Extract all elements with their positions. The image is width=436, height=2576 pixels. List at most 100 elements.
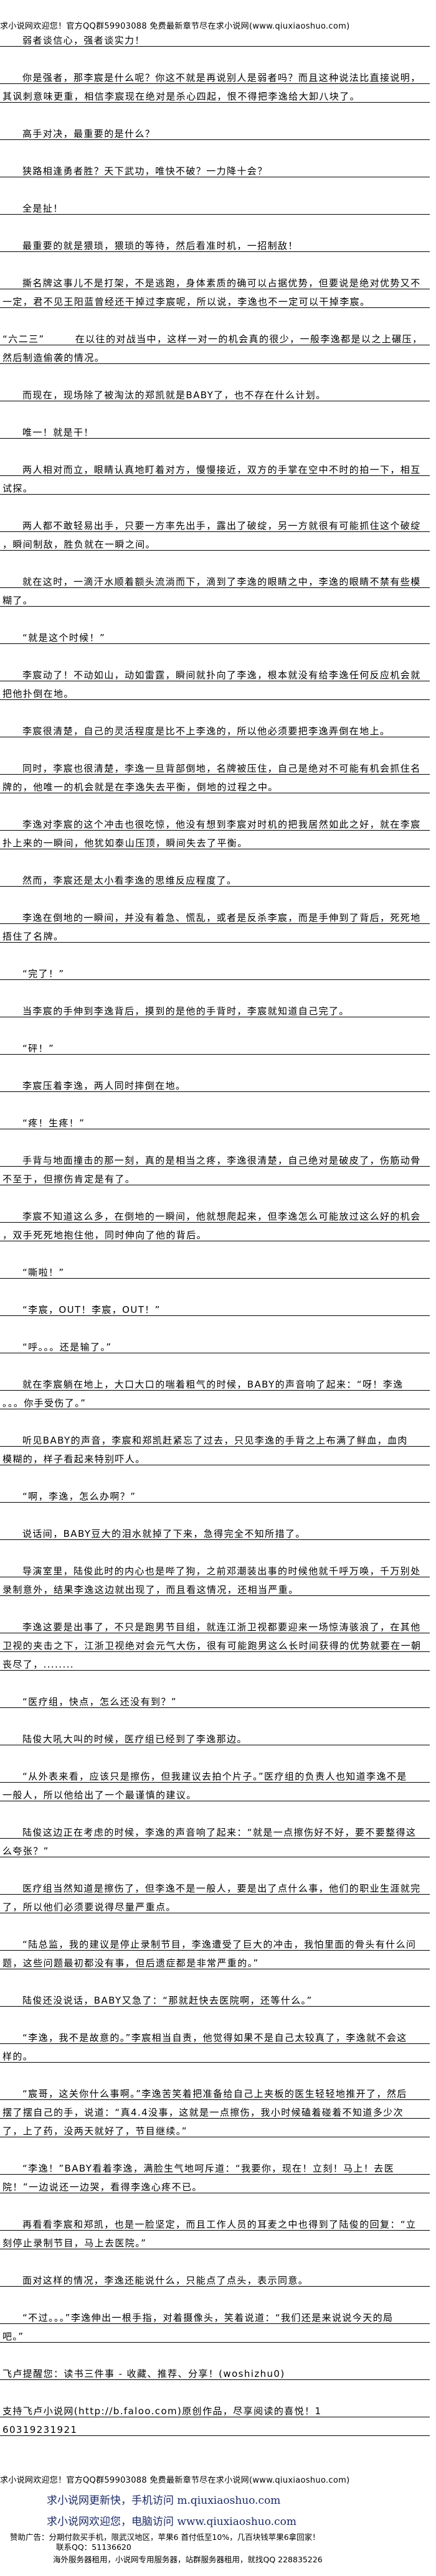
text-line: “不过。。。”李逸伸出一根手指，对着摄像头，笑着说道：“我们还是来说说今天的局 bbox=[0, 2305, 430, 2324]
paragraph: “从外表来看，应该只是擦伤，但我建议去拍个片子。”医疗组的负责人也知道李逸不是一… bbox=[0, 1764, 430, 1801]
text-line: 牌的，他唯一的机会就是在李逸失去平衡，倒地的过程之中。 bbox=[0, 775, 430, 793]
text-line: 唯一！就是干！ bbox=[0, 420, 430, 439]
text-line: 摆了摆自己的手，说道：“真4.4没事，这就是一点擦伤，我小时候磕着碰着不知道多少… bbox=[0, 2100, 430, 2119]
text-line: 把他扑倒在地。 bbox=[0, 681, 430, 700]
text-line: 60319231921 bbox=[0, 2417, 430, 2436]
text-line: 扑上来的一瞬间，他犹如泰山压顶，瞬间失去了平衡。 bbox=[0, 831, 430, 849]
text-line: 面对这样的情况，李逸还能说什么，只能点了点头，表示同意。 bbox=[0, 2268, 430, 2287]
paragraph: “就是这个时候！” bbox=[0, 625, 430, 644]
paragraph: 然而，李宸还是太小看李逸的思维反应程度了。 bbox=[0, 868, 430, 887]
text-line: ，双手死死地抱住他，同时伸向了他的背后。 bbox=[0, 1223, 430, 1241]
paragraph: 唯一！就是干！ bbox=[0, 420, 430, 439]
paragraph: 陆俊还没说话，BABY又急了：“那就赶快去医院啊，还等什么。” bbox=[0, 1988, 430, 2007]
text-line: 糊了。 bbox=[0, 588, 430, 607]
text-line: “啊，李逸，怎么办啊？” bbox=[0, 1484, 430, 1503]
desktop-access-link[interactable]: 求小说网欢迎您，电脑访问 www.qiuxiaoshuo.com bbox=[47, 2516, 296, 2528]
paragraph: “陆总监，我的建议是停止录制节目，李逸遭受了巨大的冲击，我怕里面的骨头有什么问题… bbox=[0, 1932, 430, 1969]
text-line: “六二三” 在以往的对战当中，这样一对一的机会真的很少，一般李逸都是以之上碾压， bbox=[0, 327, 430, 345]
text-line: 了，所以他们必须要说得尽量严重点。 bbox=[0, 1895, 430, 1913]
paragraph: 两人都不敢轻易出手，只要一方率先出手，露出了破绽，另一方就很有可能抓住这个破绽，… bbox=[0, 513, 430, 551]
paragraph: “医疗组，快点，怎么还没有到？” bbox=[0, 1689, 430, 1708]
text-line: 高手对决，最重要的是什么？ bbox=[0, 121, 430, 140]
text-line: 支持飞卢小说网(http://b.faloo.com)原创作品，尽享阅读的喜悦！… bbox=[0, 2399, 430, 2417]
text-line: 么夸张？” bbox=[0, 1839, 430, 1857]
paragraph: 同时，李宸也很清楚，李逸一旦背部倒地，名牌被压住，自己是绝对不可能有机会抓住名牌… bbox=[0, 756, 430, 793]
paragraph: “六二三” 在以往的对战当中，这样一对一的机会真的很少，一般李逸都是以之上碾压，… bbox=[0, 327, 430, 364]
paragraph: 而现在，现场除了被淘汰的郑凯就是BABY了，也不存在什么计划。 bbox=[0, 383, 430, 401]
text-line: 就在李宸躺在地上，大口大口的喘着粗气的时候，BABY的声音响了起来：“呀！李逸 bbox=[0, 1372, 430, 1391]
paragraph: 全是扯！ bbox=[0, 196, 430, 215]
paragraph: 李宸很清楚，自己的灵活程度是比不上李逸的，所以他必须要把李逸弄倒在地上。 bbox=[0, 719, 430, 737]
paragraph: 面对这样的情况，李逸还能说什么，只能点了点头，表示同意。 bbox=[0, 2268, 430, 2287]
text-line: “宸哥，这关你什么事啊。”李逸苦笑着把准备给自己上夹板的医生轻轻地推开了，然后 bbox=[0, 2081, 430, 2100]
text-line: 模糊的，样子看起来特别吓人。 bbox=[0, 1447, 430, 1465]
paragraph: 李宸不知道这么多，在倒地的一瞬间，他就想爬起来，但李逸怎么可能放过这么好的机会，… bbox=[0, 1204, 430, 1241]
paragraph: 说话间，BABY豆大的泪水就掉了下来，急得完全不知所措了。 bbox=[0, 1521, 430, 1540]
text-line: 李宸不知道这么多，在倒地的一瞬间，他就想爬起来，但李逸怎么可能放过这么好的机会 bbox=[0, 1204, 430, 1223]
text-line: 题，这些问题最初都没有事，但后遗症都是非常严重的。” bbox=[0, 1951, 430, 1969]
text-line: 捂住了名牌。 bbox=[0, 924, 430, 943]
text-line: “完了！” bbox=[0, 961, 430, 980]
text-line: 手背与地面撞击的那一刻，真的是相当之疼，李逸很清楚，自己绝对是破皮了，伤筋动骨 bbox=[0, 1148, 430, 1167]
sponsor-contact: 联系QQ：51136620 bbox=[56, 2542, 131, 2552]
paragraph: “李宸，OUT！李宸，OUT！” bbox=[0, 1297, 430, 1316]
paragraph: 医疗组当然知道是擦伤了，但李逸不是一般人，要是出了点什么事，他们的职业生涯就完了… bbox=[0, 1876, 430, 1913]
text-line: 李宸动了！不动如山，动如雷霆，瞬间就扑向了李逸，根本就没有给李逸任何反应机会就 bbox=[0, 663, 430, 681]
paragraph: 最重要的就是猥琐，猥琐的等待，然后看准时机，一招制敌！ bbox=[0, 233, 430, 252]
text-line: ，瞬间制敌，胜负就在一瞬之间。 bbox=[0, 532, 430, 551]
text-line: 其讽刺意味更重，相信李宸现在绝对是杀心四起，恨不得把李逸给大卸八块了。 bbox=[0, 84, 430, 103]
paragraph: “李逸！”BABY看着李逸，满脸生气地呵斥道：“我要你，现在！立刻！马上！去医院… bbox=[0, 2156, 430, 2193]
paragraph: 再看看李宸和郑凯，也是一脸坚定，而且工作人员的耳麦之中也得到了陆俊的回复：“立刻… bbox=[0, 2212, 430, 2249]
paragraph: 两人相对而立，眼睛认真地盯着对方，慢慢接近，双方的手掌在空中不时的拍一下，相互试… bbox=[0, 457, 430, 495]
text-line: 李宸很清楚，自己的灵活程度是比不上李逸的，所以他必须要把李逸弄倒在地上。 bbox=[0, 719, 430, 737]
text-line: 不至于，但擦伤肯定是有了。 bbox=[0, 1167, 430, 1185]
paragraph: “不过。。。”李逸伸出一根手指，对着摄像头，笑着说道：“我们还是来说说今天的局吧… bbox=[0, 2305, 430, 2343]
text-line: 导演室里，陆俊此时的内心也是哔了狗，之前邓潮装出事的时候他就千呼万唤，千万别处 bbox=[0, 1559, 430, 1577]
text-line: “嘶啦！” bbox=[0, 1260, 430, 1279]
text-line: 丧尽了，........ bbox=[0, 1652, 430, 1671]
paragraph: 手背与地面撞击的那一刻，真的是相当之疼，李逸很清楚，自己绝对是破皮了，伤筋动骨不… bbox=[0, 1148, 430, 1185]
text-line: 弱者谈信心，强者谈实力！ bbox=[0, 28, 430, 47]
paragraph: 陆俊这边正在考虑的时候，李逸的声音响了起来：“就是一点擦伤好不好，要不要整得这么… bbox=[0, 1820, 430, 1857]
paragraph: 陆俊大吼大叫的时候，医疗组已经到了李逸那边。 bbox=[0, 1727, 430, 1745]
server-ad: 海外服务器租用，小说网专用服务器，站群服务器租用，就找QQ 228835226 bbox=[53, 2555, 323, 2564]
text-line: 两人相对而立，眼睛认真地盯着对方，慢慢接近，双方的手掌在空中不时的拍一下，相互 bbox=[0, 457, 430, 476]
paragraph: 李宸动了！不动如山，动如雷霆，瞬间就扑向了李逸，根本就没有给李逸任何反应机会就把… bbox=[0, 663, 430, 700]
text-line: 。。。你手受伤了。” bbox=[0, 1391, 430, 1409]
text-line: “李逸！”BABY看着李逸，满脸生气地呵斥道：“我要你，现在！立刻！马上！去医 bbox=[0, 2156, 430, 2175]
paragraph: 李宸压着李逸，两人同时摔倒在地。 bbox=[0, 1073, 430, 1092]
text-line: 再看看李宸和郑凯，也是一脸坚定，而且工作人员的耳麦之中也得到了陆俊的回复：“立 bbox=[0, 2212, 430, 2231]
text-line: “李逸，我不是故意的。”李宸相当自责，他觉得如果不是自己太较真了，李逸就不会这 bbox=[0, 2025, 430, 2044]
text-line: 李宸压着李逸，两人同时摔倒在地。 bbox=[0, 1073, 430, 1092]
text-line: “疼！生疼！” bbox=[0, 1111, 430, 1129]
text-line: 然而，李宸还是太小看李逸的思维反应程度了。 bbox=[0, 868, 430, 887]
text-line: “医疗组，快点，怎么还没有到？” bbox=[0, 1689, 430, 1708]
mobile-access-link[interactable]: 求小说网更新快，手机访问 m.qiuxiaoshuo.com bbox=[47, 2494, 281, 2507]
text-line: 李逸对李宸的这个冲击也很吃惊，他没有想到李宸对时机的把我居然如此之好，就在李宸 bbox=[0, 812, 430, 831]
site-welcome-banner: 求小说网欢迎您！官方QQ群59903088 免费最新章节尽在求小说网(www.q… bbox=[0, 22, 350, 31]
paragraph: 弱者谈信心，强者谈实力！ bbox=[0, 28, 430, 47]
paragraph: 就在这时，一滴汗水顺着额头流淌而下，滴到了李逸的眼睛之中，李逸的眼睛不禁有些模糊… bbox=[0, 569, 430, 607]
text-line: “就是这个时候！” bbox=[0, 625, 430, 644]
text-line: 而现在，现场除了被淘汰的郑凯就是BABY了，也不存在什么计划。 bbox=[0, 383, 430, 401]
text-line: 全是扯！ bbox=[0, 196, 430, 215]
paragraph: “李逸，我不是故意的。”李宸相当自责，他觉得如果不是自己太较真了，李逸就不会这样… bbox=[0, 2025, 430, 2063]
text-line: 陆俊还没说话，BABY又急了：“那就赶快去医院啊，还等什么。” bbox=[0, 1988, 430, 2007]
text-line: 李逸在倒地的一瞬间，并没有着急、慌乱，或者是反杀李宸，而是手伸到了背后，死死地 bbox=[0, 905, 430, 924]
text-line: 你是强者，那李宸是什么呢？你这不就是再说别人是弱者吗？而且这种说法比直接说明， bbox=[0, 65, 430, 84]
text-line: 撕名牌这事儿不是打架，不是逃跑，身体素质的确可以占据优势，但要说是绝对优势又不 bbox=[0, 271, 430, 289]
paragraph: 导演室里，陆俊此时的内心也是哔了狗，之前邓潮装出事的时候他就千呼万唤，千万别处录… bbox=[0, 1559, 430, 1596]
paragraph: 李逸在倒地的一瞬间，并没有着急、慌乱，或者是反杀李宸，而是手伸到了背后，死死地捂… bbox=[0, 905, 430, 943]
text-line: 陆俊这边正在考虑的时候，李逸的声音响了起来：“就是一点擦伤好不好，要不要整得这 bbox=[0, 1820, 430, 1839]
paragraph: 你是强者，那李宸是什么呢？你这不就是再说别人是弱者吗？而且这种说法比直接说明，其… bbox=[0, 65, 430, 103]
text-line: 院！”一边说还一边哭，看得李逸心疼不已。 bbox=[0, 2175, 430, 2193]
paragraph: 就在李宸躺在地上，大口大口的喘着粗气的时候，BABY的声音响了起来：“呀！李逸。… bbox=[0, 1372, 430, 1409]
paragraph: 狭路相逢勇者胜？天下武功，唯快不破？一力降十会？ bbox=[0, 159, 430, 177]
paragraph: “宸哥，这关你什么事啊。”李逸苦笑着把准备给自己上夹板的医生轻轻地推开了，然后摆… bbox=[0, 2081, 430, 2137]
text-line: 最重要的就是猥琐，猥琐的等待，然后看准时机，一招制敌！ bbox=[0, 233, 430, 252]
text-line: 吧。” bbox=[0, 2324, 430, 2343]
paragraph: “完了！” bbox=[0, 961, 430, 980]
text-line: “砰！” bbox=[0, 1036, 430, 1055]
paragraph: 李逸这要是出事了，不只是跑男节目组，就连江浙卫视都要迎来一场惊涛骇浪了，在其他卫… bbox=[0, 1615, 430, 1671]
text-line: 就在这时，一滴汗水顺着额头流淌而下，滴到了李逸的眼睛之中，李逸的眼睛不禁有些模 bbox=[0, 569, 430, 588]
